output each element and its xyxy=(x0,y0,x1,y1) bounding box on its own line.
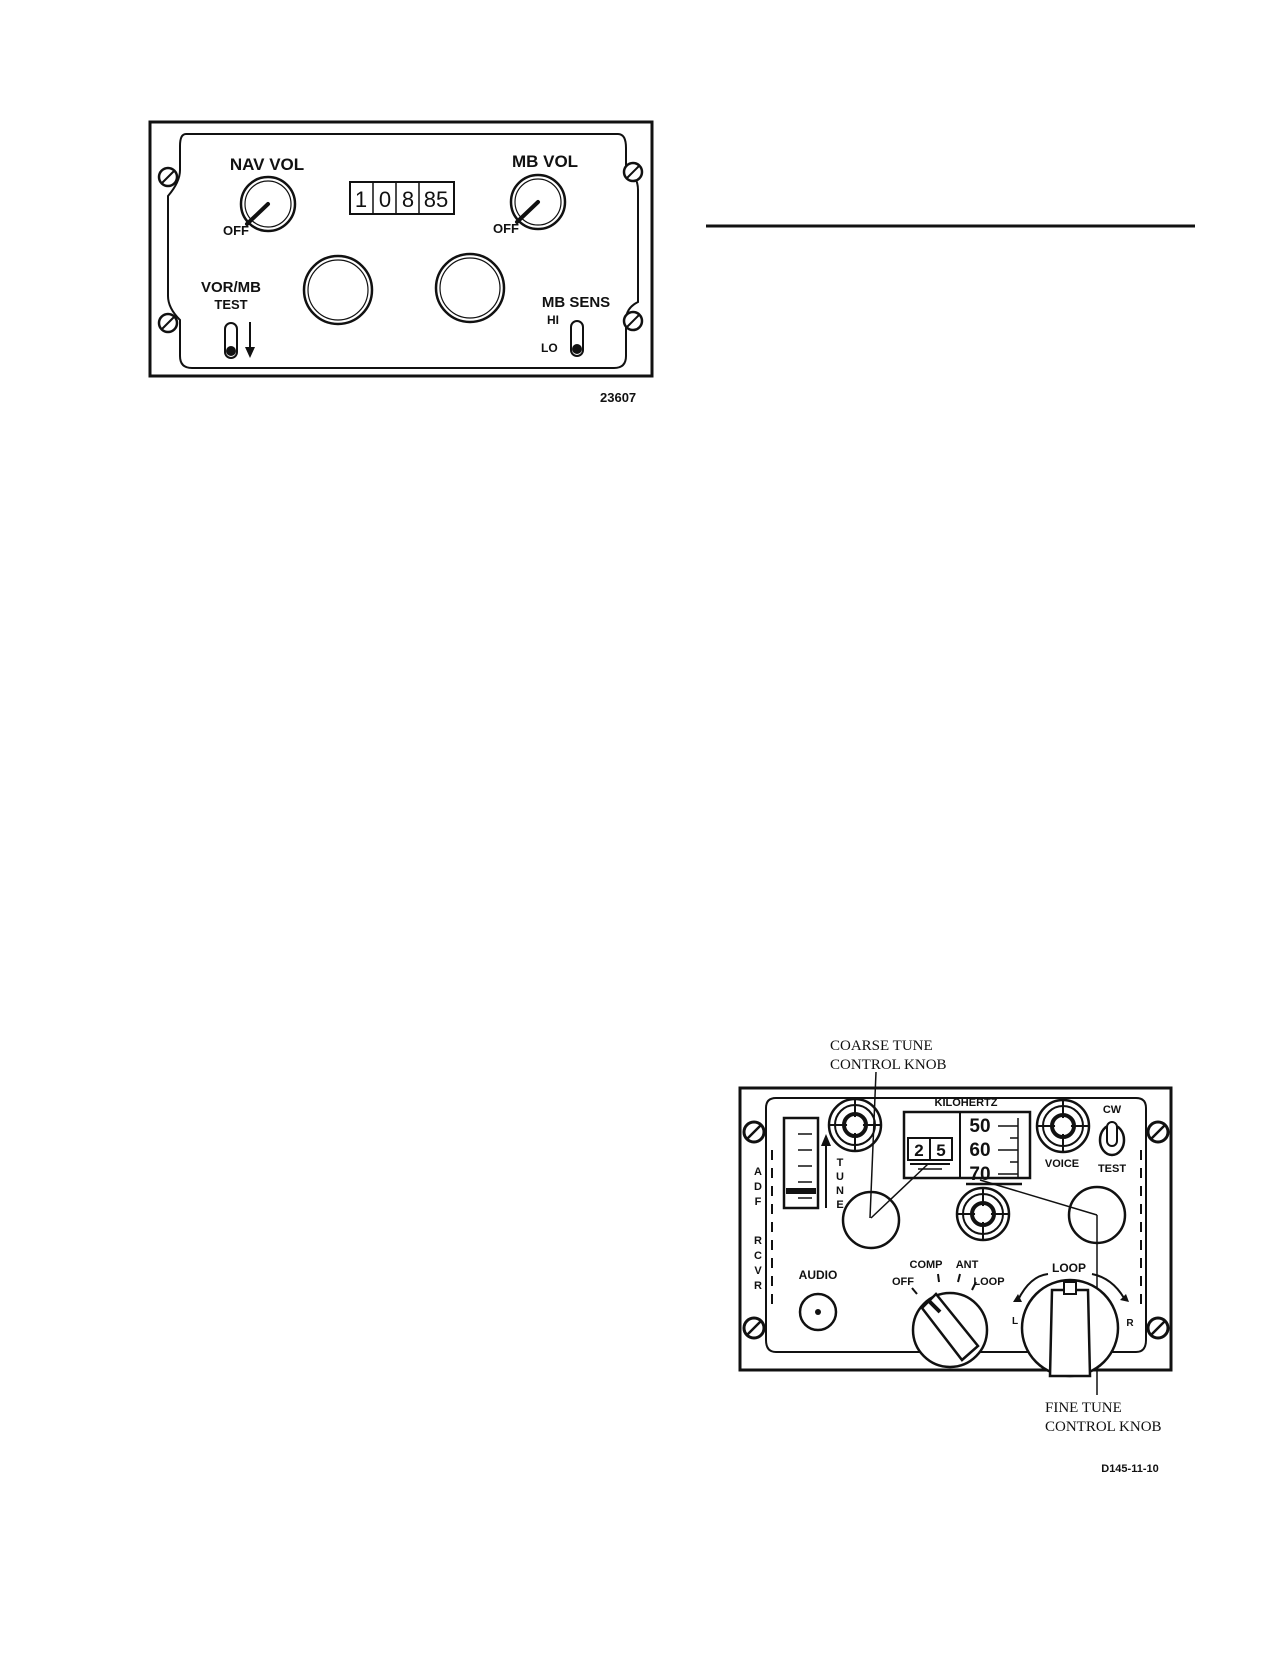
nav-vol-off-label: OFF xyxy=(223,223,249,238)
mb-vol-label: MB VOL xyxy=(512,152,578,171)
coarse-tune-callout-line xyxy=(869,1071,877,1219)
rcvr-letter: V xyxy=(754,1265,762,1277)
up-arrow-icon xyxy=(821,1134,831,1208)
vor-mb-test-label: TEST xyxy=(214,297,247,312)
mb-sens-lo-label: LO xyxy=(541,341,558,355)
detent-mark xyxy=(911,1287,918,1295)
coarse-tune-leader xyxy=(870,1163,929,1219)
dial-mark-50: 50 xyxy=(969,1116,990,1137)
tune-vertical-label: T U N E xyxy=(836,1157,844,1211)
frequency-digit: 8 xyxy=(402,187,414,212)
nav-vol-label: NAV VOL xyxy=(230,155,304,174)
screw-icon xyxy=(1146,1120,1170,1144)
pointer-icon xyxy=(515,200,540,224)
cw-label: CW xyxy=(1103,1104,1122,1116)
meter-needle xyxy=(786,1188,816,1194)
fine-tune-callout-line2: CONTROL KNOB xyxy=(1045,1419,1162,1435)
mb-sens-switch[interactable] xyxy=(570,320,584,357)
fine-tune-callout-line1: FINE TUNE xyxy=(1045,1400,1122,1416)
mb-sens-hi-label: HI xyxy=(547,313,559,327)
cw-test-toggle-switch[interactable] xyxy=(1098,1121,1126,1157)
adf-letter: F xyxy=(755,1196,762,1208)
adf-figure-number: D145-11-10 xyxy=(1101,1463,1159,1475)
nav-control-panel: NAV VOL OFF 1 0 8 85 MB VOL OFF xyxy=(148,120,654,405)
screw-icon xyxy=(622,310,644,332)
coarse-tune-callout-line2: CONTROL KNOB xyxy=(830,1057,947,1073)
function-comp-label: COMP xyxy=(910,1259,943,1271)
tune-letter: U xyxy=(836,1171,844,1183)
detent-mark xyxy=(971,1281,977,1291)
nav-panel-outer-frame xyxy=(148,120,654,378)
frequency-digit: 85 xyxy=(424,187,448,212)
mb-vol-knob[interactable] xyxy=(509,173,567,231)
kilohertz-display: 2 5 50 60 70 xyxy=(902,1110,1032,1186)
tune-lamp-icon xyxy=(827,1097,883,1153)
loop-left-arc xyxy=(1017,1273,1049,1301)
frequency-digit: 0 xyxy=(379,187,391,212)
tune-letter: T xyxy=(837,1157,844,1169)
function-off-label: OFF xyxy=(892,1276,914,1288)
loop-r-label: R xyxy=(1126,1318,1134,1329)
screw-icon xyxy=(742,1316,766,1340)
screw-icon xyxy=(1146,1316,1170,1340)
adf-vertical-label: A D F xyxy=(754,1166,762,1208)
function-loop-label: LOOP xyxy=(973,1276,1004,1288)
tune-letter: E xyxy=(836,1199,843,1211)
adf-panel-faceplate xyxy=(765,1097,1147,1353)
center-lamp-icon xyxy=(955,1186,1011,1242)
loop-control-knob[interactable] xyxy=(1020,1278,1120,1378)
dial-mark-60: 60 xyxy=(969,1140,990,1161)
right-arrow-icon xyxy=(1120,1294,1129,1302)
test-label: TEST xyxy=(1098,1163,1126,1175)
function-selector-knob[interactable] xyxy=(911,1291,989,1369)
loop-control-label: LOOP xyxy=(1052,1261,1086,1275)
voice-lamp-icon xyxy=(1035,1098,1091,1154)
down-arrow-icon xyxy=(245,322,255,358)
nav-figure-number: 23607 xyxy=(600,390,636,405)
nav-vol-knob[interactable] xyxy=(239,175,297,233)
rcvr-letter: R xyxy=(754,1280,762,1292)
audio-label: AUDIO xyxy=(799,1268,838,1282)
detent-mark xyxy=(937,1273,940,1283)
function-ant-label: ANT xyxy=(956,1259,979,1271)
rcvr-letter: R xyxy=(754,1235,762,1247)
detent-mark xyxy=(957,1273,961,1283)
adf-letter: D xyxy=(754,1181,762,1193)
coarse-tune-callout-line1: COARSE TUNE xyxy=(830,1038,933,1054)
loop-right-arc xyxy=(1091,1273,1125,1299)
frequency-readout: 1 0 8 85 xyxy=(349,181,455,215)
rcvr-letter: C xyxy=(754,1250,762,1262)
mb-vol-off-label: OFF xyxy=(493,221,519,236)
loop-l-label: L xyxy=(1012,1316,1018,1327)
fine-tune-leader xyxy=(979,1179,1098,1216)
adf-letter: A xyxy=(754,1166,762,1178)
tune-meter xyxy=(782,1116,820,1210)
screw-icon xyxy=(742,1120,766,1144)
tune-letter: N xyxy=(836,1185,844,1197)
kilohertz-label: KILOHERTZ xyxy=(935,1097,998,1109)
screw-icon xyxy=(622,161,644,183)
mb-sens-label: MB SENS xyxy=(542,294,610,311)
audio-knob[interactable] xyxy=(798,1292,838,1332)
nav-tuning-knob-right[interactable] xyxy=(434,252,506,324)
screw-icon xyxy=(157,166,179,188)
kilohertz-digit: 2 xyxy=(914,1141,923,1160)
screw-icon xyxy=(157,312,179,334)
rcvr-vertical-label: R C V R xyxy=(754,1235,762,1292)
vor-mb-test-switch[interactable] xyxy=(224,322,238,359)
voice-label: VOICE xyxy=(1045,1158,1079,1170)
dial-mark-70: 70 xyxy=(969,1164,990,1185)
left-arrow-icon xyxy=(1013,1294,1022,1302)
nav-tuning-knob-left[interactable] xyxy=(302,254,374,326)
adf-receiver-panel: COARSE TUNE CONTROL KNOB A D F xyxy=(738,1038,1173,1475)
adf-panel-outer-frame xyxy=(738,1086,1173,1372)
vor-mb-label: VOR/MB xyxy=(201,279,261,296)
kilohertz-digit: 5 xyxy=(936,1141,945,1160)
pointer-icon xyxy=(245,202,270,226)
frequency-digit: 1 xyxy=(355,187,367,212)
